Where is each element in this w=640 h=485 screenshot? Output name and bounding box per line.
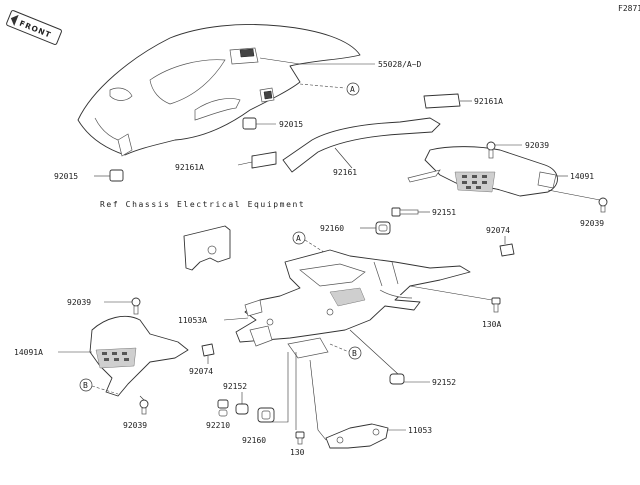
- trim-strip-92161a-mid: [251, 151, 277, 169]
- screw-92039-top: [486, 141, 496, 159]
- trim-strip-92161a-top: [423, 93, 461, 109]
- nut-92152-left: [235, 403, 249, 415]
- label-92152-right: 92152: [432, 378, 456, 387]
- label-14091a: 14091A: [14, 348, 43, 357]
- screw-92039-bottom: [139, 399, 149, 415]
- washer-92210: [217, 399, 229, 417]
- bracket-chassis-ref: [183, 225, 231, 271]
- upper-cowl-part: [77, 24, 361, 157]
- label-92015-mid: 92015: [279, 120, 303, 129]
- stay-frame-11053a: [235, 249, 471, 359]
- label-92161a-mid: 92161A: [175, 163, 204, 172]
- label-92161: 92161: [333, 168, 357, 177]
- circle-ref-a-main: A: [296, 234, 301, 243]
- label-92151: 92151: [432, 208, 456, 217]
- label-92039-top: 92039: [525, 141, 549, 150]
- callout-circle-b-main: [348, 346, 362, 360]
- circle-ref-a-top: A: [350, 85, 355, 94]
- callout-circle-a-top: [346, 82, 360, 96]
- clip-92074-left: [201, 343, 215, 357]
- circle-ref-b-left: B: [83, 381, 88, 390]
- callout-circle-b-left: [79, 378, 93, 392]
- circle-ref-b-main: B: [352, 349, 357, 358]
- bolt-130: [295, 431, 305, 445]
- label-92161a-top: 92161A: [474, 97, 503, 106]
- clip-92074-right: [499, 243, 515, 257]
- label-92210: 92210: [206, 421, 230, 430]
- nut-92015-left: [109, 169, 124, 182]
- label-55028: 55028/A~D: [378, 60, 422, 69]
- label-130a: 130A: [482, 320, 501, 329]
- stay-bracket-11053: [325, 423, 389, 449]
- label-92160-top: 92160: [320, 224, 344, 233]
- label-130: 130: [290, 448, 305, 457]
- bolt-92151: [391, 207, 419, 217]
- side-cover-14091-right: [407, 146, 558, 197]
- trim-strip-92161: [282, 117, 441, 173]
- label-92152-left: 92152: [223, 382, 247, 391]
- label-92039-left: 92039: [67, 298, 91, 307]
- label-11053a: 11053A: [178, 316, 207, 325]
- label-14091-right: 14091: [570, 172, 594, 181]
- front-direction-badge: FRONT: [6, 10, 62, 45]
- screw-92039-left: [131, 297, 141, 315]
- callout-circle-a-main: [292, 231, 306, 245]
- ref-note: Ref Chassis Electrical Equipment: [100, 200, 305, 209]
- label-92074-right: 92074: [486, 226, 510, 235]
- nut-92015-mid: [242, 117, 257, 130]
- label-11053: 11053: [408, 426, 432, 435]
- label-92039-right: 92039: [580, 219, 604, 228]
- screw-92039-right: [598, 197, 608, 213]
- bolt-130a: [491, 297, 501, 313]
- label-92074-left: 92074: [189, 367, 213, 376]
- nut-92152-right: [389, 373, 405, 385]
- figure-code: F2871: [618, 4, 640, 13]
- label-92015-left: 92015: [54, 172, 78, 181]
- label-92160-bottom: 92160: [242, 436, 266, 445]
- label-92039-bottom: 92039: [123, 421, 147, 430]
- side-cover-14091a-left: [89, 316, 189, 397]
- grommet-92160-top: [375, 221, 391, 235]
